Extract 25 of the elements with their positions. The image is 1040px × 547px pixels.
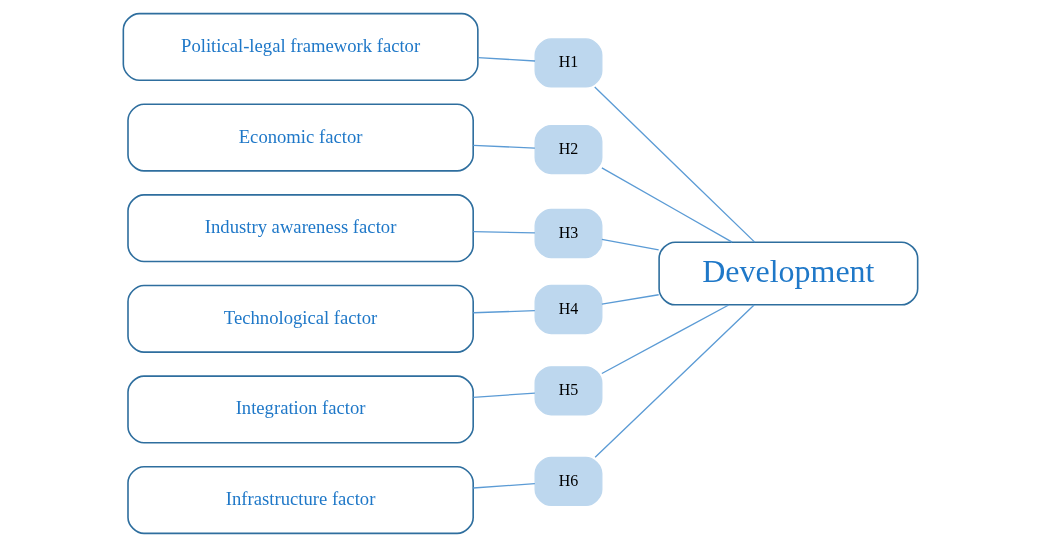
node-box: Development bbox=[657, 241, 918, 306]
connector bbox=[600, 304, 729, 375]
connector bbox=[593, 86, 755, 243]
node-box: Economic factor bbox=[126, 103, 474, 172]
connector bbox=[600, 167, 733, 243]
node-box: Political-legal framework factor bbox=[122, 12, 479, 82]
connector bbox=[472, 144, 535, 149]
node-box: H5 bbox=[534, 366, 602, 416]
connector bbox=[600, 294, 659, 305]
connector bbox=[600, 238, 659, 251]
node-box: H6 bbox=[534, 456, 602, 507]
connector bbox=[472, 392, 535, 399]
node-box: H2 bbox=[534, 124, 602, 175]
node-box: Industry awareness factor bbox=[126, 194, 474, 263]
node-box: Integration factor bbox=[126, 375, 474, 444]
connector bbox=[472, 483, 535, 489]
node-box: H4 bbox=[534, 284, 602, 335]
node-box: H1 bbox=[534, 38, 602, 88]
node-box: Technological factor bbox=[126, 284, 474, 353]
connector bbox=[594, 304, 755, 458]
node-box: Infrastructure factor bbox=[126, 465, 474, 535]
connector bbox=[472, 230, 535, 234]
connector bbox=[476, 56, 536, 62]
node-box: H3 bbox=[534, 208, 602, 259]
connector bbox=[472, 309, 535, 314]
